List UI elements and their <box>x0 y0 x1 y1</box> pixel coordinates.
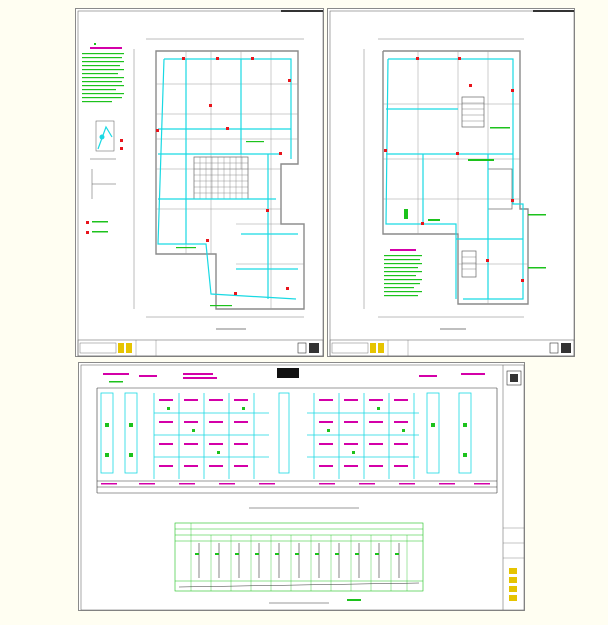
floor-plan-sheet-left <box>75 8 324 357</box>
riser-grid <box>96 387 498 494</box>
floor-plan-drawing-right <box>329 10 575 357</box>
cyan-pipe-network <box>385 58 524 300</box>
stair-core <box>461 96 513 278</box>
green-notes-block <box>384 249 422 297</box>
schedule-note <box>347 599 361 601</box>
title-block <box>502 365 524 610</box>
cyan-riser-lines <box>100 392 472 479</box>
building-outline <box>155 50 305 310</box>
green-device-markers <box>105 407 467 457</box>
red-device-markers <box>384 57 524 282</box>
system-diagram-drawing <box>80 364 525 611</box>
green-equipment <box>404 127 546 269</box>
drawing-frame <box>77 10 324 357</box>
drawing-frame <box>80 364 525 611</box>
drawing-frame <box>329 10 575 357</box>
title-block <box>329 339 575 357</box>
system-diagram-sheet <box>78 362 525 611</box>
floor-plan-drawing-left <box>77 10 324 357</box>
plan-annotations <box>176 141 264 307</box>
cyan-pipe-network <box>157 58 298 300</box>
red-device-markers <box>120 57 291 295</box>
legend <box>86 221 108 234</box>
schedule-table <box>174 522 424 592</box>
title-block <box>77 339 324 357</box>
magenta-device-labels <box>101 399 490 485</box>
floor-plan-sheet-right <box>327 8 575 357</box>
building-outline <box>382 50 529 305</box>
green-notes-block <box>82 43 124 103</box>
grid-hatched-room <box>193 156 249 200</box>
riser-detail <box>90 120 116 199</box>
header-labels <box>103 368 485 383</box>
